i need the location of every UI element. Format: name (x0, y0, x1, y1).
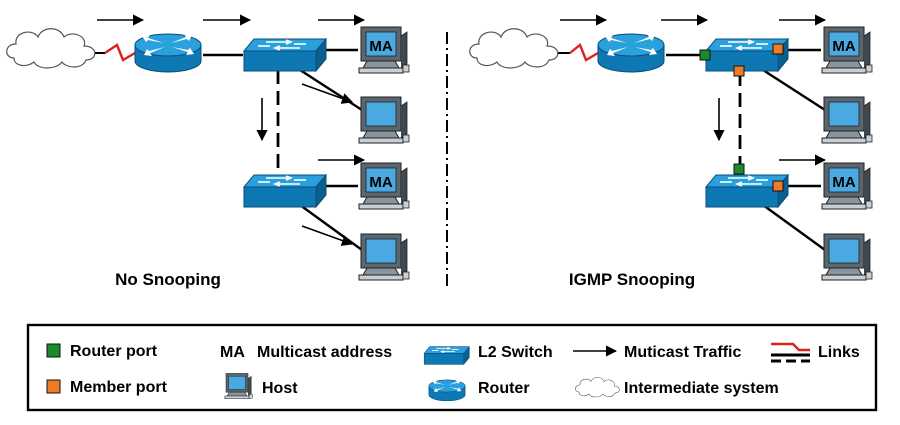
host-icon (358, 96, 410, 144)
l2-switch-icon (243, 38, 327, 72)
panel-title-igmp-snooping: IGMP Snooping (569, 270, 695, 289)
panel-igmp-snooping: MA MA IGMP Snooping (469, 14, 873, 289)
legend-links: Links (818, 344, 860, 361)
member-port-marker (772, 43, 784, 55)
l2-switch-icon (423, 346, 470, 365)
switch2-host4-link (762, 204, 826, 251)
router-icon (428, 379, 466, 402)
intermediate-system-cloud (469, 28, 559, 69)
legend-member-port: Member port (70, 379, 168, 396)
legend-l2-switch: L2 Switch (478, 344, 553, 361)
multicast-arrow (301, 83, 354, 104)
legend-ma-prefix: MA (220, 344, 245, 361)
legend-box (26, 323, 878, 412)
serial-link (569, 43, 599, 62)
panel-title-no-snooping: No Snooping (115, 270, 221, 289)
host-multicast-tag: MA (832, 174, 855, 191)
member-port-marker (772, 180, 784, 192)
host-multicast-tag: MA (832, 38, 855, 55)
router-icon (134, 33, 202, 73)
intermediate-system-cloud (6, 28, 96, 69)
switch-host2-link (762, 68, 826, 112)
multicast-arrow (301, 225, 354, 246)
member-port-swatch (46, 379, 61, 394)
legend-multicast-address: Multicast address (257, 344, 392, 361)
host-icon (224, 373, 253, 400)
host-multicast-tag: MA (369, 38, 392, 55)
legend-router: Router (478, 380, 530, 397)
switch2-host4-link (299, 204, 363, 251)
member-port-marker (733, 65, 745, 77)
router-port-marker (699, 49, 711, 61)
legend-intermediate-system: Intermediate system (624, 380, 779, 397)
legend-multicast-traffic: Muticast Traffic (624, 344, 741, 361)
host-icon (821, 96, 873, 144)
links-icon (771, 342, 810, 363)
serial-link (104, 43, 136, 62)
panel-no-snooping: MA MA No Snooping (6, 14, 410, 289)
router-port-marker (733, 163, 745, 175)
legend-router-port: Router port (70, 343, 158, 360)
l2-switch-icon (243, 174, 327, 208)
host-icon (821, 233, 873, 281)
router-port-swatch (46, 343, 61, 358)
legend: Router port Member port MA Multicast add… (26, 323, 878, 412)
router-icon (597, 33, 665, 73)
switch-host2-link (299, 68, 363, 112)
host-multicast-tag: MA (369, 174, 392, 191)
host-icon (358, 233, 410, 281)
legend-host: Host (262, 380, 298, 397)
